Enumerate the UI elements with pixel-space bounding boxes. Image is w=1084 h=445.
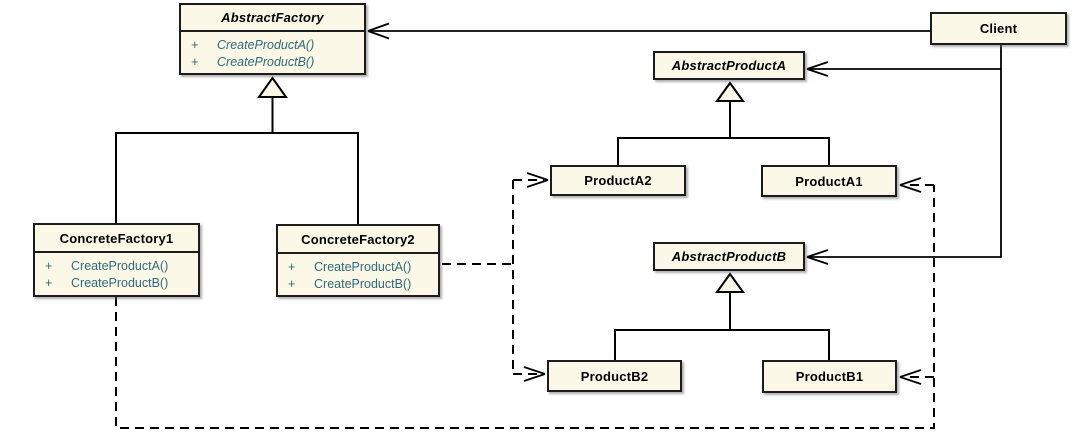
class-product-a2[interactable]: ProductA2 bbox=[550, 165, 686, 196]
class-title: ProductA2 bbox=[584, 173, 652, 188]
inheritance-triangle-icon bbox=[715, 272, 745, 293]
method-signature: CreateProductA() bbox=[314, 260, 412, 274]
generalization-factories bbox=[115, 76, 359, 224]
visibility-marker: + bbox=[191, 38, 199, 52]
class-concrete-factory2[interactable]: ConcreteFactory2 + CreateProductA() + Cr… bbox=[276, 224, 440, 297]
class-concrete-factory1[interactable]: ConcreteFactory1 + CreateProductA() + Cr… bbox=[33, 223, 200, 297]
method-create-product-b: + CreateProductB() bbox=[282, 276, 434, 293]
association-client-products bbox=[806, 45, 1002, 265]
dependency-concretefactory2 bbox=[442, 172, 549, 382]
inheritance-triangle-icon bbox=[257, 76, 288, 98]
visibility-marker: + bbox=[45, 259, 53, 273]
visibility-marker: + bbox=[288, 277, 296, 291]
method-signature: CreateProductB() bbox=[217, 55, 315, 69]
class-title: AbstractProductA bbox=[671, 58, 787, 73]
generalization-products-a bbox=[617, 81, 830, 165]
association-client-abstractfactory bbox=[367, 22, 930, 40]
class-title: ConcreteFactory1 bbox=[35, 225, 198, 253]
open-arrowhead-icon bbox=[526, 172, 549, 188]
class-client[interactable]: Client bbox=[930, 12, 1067, 45]
class-abstract-product-b[interactable]: AbstractProductB bbox=[653, 242, 805, 271]
class-title: AbstractFactory bbox=[181, 5, 364, 32]
class-title: ProductB1 bbox=[795, 369, 864, 384]
generalization-products-b bbox=[614, 272, 830, 360]
visibility-marker: + bbox=[288, 260, 296, 274]
method-create-product-b: + CreateProductB() bbox=[39, 275, 194, 292]
methods-compartment: + CreateProductA() + CreateProductB() bbox=[278, 254, 438, 295]
method-signature: CreateProductA() bbox=[217, 38, 315, 52]
method-create-product-a: + CreateProductA() bbox=[185, 37, 360, 54]
class-title: ProductA1 bbox=[795, 173, 863, 189]
open-arrowhead-icon bbox=[523, 366, 546, 382]
visibility-marker: + bbox=[45, 276, 53, 290]
method-signature: CreateProductB() bbox=[314, 277, 412, 291]
class-product-a1[interactable]: ProductA1 bbox=[761, 165, 897, 197]
method-create-product-a: + CreateProductA() bbox=[39, 258, 194, 275]
methods-compartment: + CreateProductA() + CreateProductB() bbox=[181, 32, 364, 73]
class-abstract-factory[interactable]: AbstractFactory + CreateProductA() + Cre… bbox=[179, 3, 366, 75]
class-abstract-product-a[interactable]: AbstractProductA bbox=[653, 51, 805, 80]
open-arrowhead-icon bbox=[806, 61, 829, 77]
open-arrowhead-icon bbox=[899, 177, 922, 193]
method-signature: CreateProductB() bbox=[71, 276, 169, 290]
method-create-product-b: + CreateProductB() bbox=[185, 54, 360, 71]
open-arrowhead-icon bbox=[899, 369, 922, 385]
class-product-b2[interactable]: ProductB2 bbox=[547, 360, 682, 392]
visibility-marker: + bbox=[191, 55, 199, 69]
class-title: ConcreteFactory2 bbox=[278, 226, 438, 254]
method-signature: CreateProductA() bbox=[71, 259, 169, 273]
methods-compartment: + CreateProductA() + CreateProductB() bbox=[35, 253, 198, 294]
inheritance-triangle-icon bbox=[715, 81, 745, 102]
dependency-concretefactory1 bbox=[115, 177, 935, 429]
class-title: AbstractProductB bbox=[671, 249, 787, 264]
open-arrowhead-icon bbox=[367, 22, 390, 40]
class-title: ProductB2 bbox=[580, 368, 649, 384]
method-create-product-a: + CreateProductA() bbox=[282, 259, 434, 276]
open-arrowhead-icon bbox=[806, 249, 829, 265]
class-product-b1[interactable]: ProductB1 bbox=[762, 360, 897, 393]
class-title: Client bbox=[979, 21, 1018, 36]
